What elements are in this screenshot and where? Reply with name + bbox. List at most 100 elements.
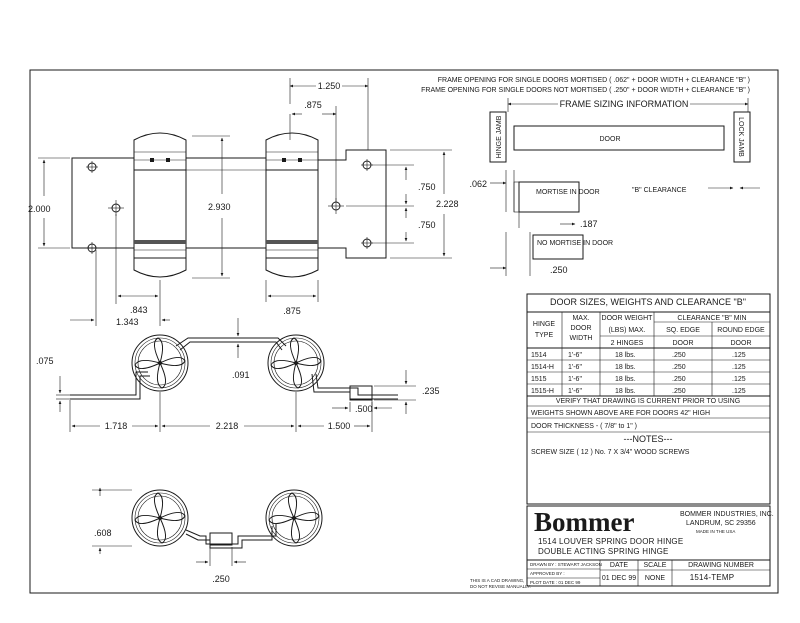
dim-250-frame: .250 xyxy=(550,265,568,275)
cell: 1514 xyxy=(531,352,547,359)
notes-title: ---NOTES--- xyxy=(624,434,673,444)
dim-062: .062 xyxy=(469,179,487,189)
hdr-sq-edge: SQ. EDGE xyxy=(666,327,700,334)
cell: .250 xyxy=(672,376,686,383)
dim-187: .187 xyxy=(580,219,598,229)
drawn-by: DRAWN BY : STEWART JACKSON xyxy=(530,562,602,567)
cell: 1'-6" xyxy=(568,388,582,395)
screw-holes xyxy=(86,159,373,254)
weights-note: WEIGHTS SHOWN ABOVE ARE FOR DOORS 42" HI… xyxy=(531,410,710,417)
no-mortise-label: NO MORTISE IN DOOR xyxy=(537,240,613,247)
cell: .250 xyxy=(672,364,686,371)
cell: 1'-6" xyxy=(568,376,582,383)
door-label: DOOR xyxy=(600,136,621,143)
dim-235: .235 xyxy=(422,386,440,396)
bottom-right-coil xyxy=(265,489,323,547)
table-title: DOOR SIZES, WEIGHTS AND CLEARANCE "B" xyxy=(550,297,746,307)
dim-091: .091 xyxy=(232,370,250,380)
drawing-desc-2: DOUBLE ACTING SPRING HINGE xyxy=(538,547,669,556)
no-mortise-door xyxy=(532,234,584,260)
cell: .125 xyxy=(732,388,746,395)
dim-1250: 1.250 xyxy=(318,81,341,91)
hdr-lbs-max: (LBS) MAX. xyxy=(609,327,646,334)
cell: 1514-H xyxy=(531,364,554,371)
drawing-desc-1: 1514 LOUVER SPRING DOOR HINGE xyxy=(538,537,683,546)
table-row: 1514 1'-6" 18 lbs. .250 .125 xyxy=(531,352,746,359)
plot-date: PLOT DATE : 01 DEC 99 xyxy=(530,580,581,585)
screw-note: SCREW SIZE ( 12 ) No. 7 X 3/4" WOOD SCRE… xyxy=(531,449,690,456)
mortise-label: MORTISE IN DOOR xyxy=(536,189,600,196)
cad-note-2: DO NOT REVISE MANUALLY. xyxy=(470,584,531,589)
scale-value: NONE xyxy=(645,575,666,582)
dim-250-bottom: .250 xyxy=(212,574,230,584)
hdr-door: DOOR xyxy=(571,325,592,332)
hinge-bottom-view: .608 .250 xyxy=(92,487,323,584)
company-city: LANDRUM, SC 29356 xyxy=(686,520,756,527)
approved-by: APPROVED BY : xyxy=(530,571,565,576)
hdr-round-door: DOOR xyxy=(731,340,752,347)
dim-2930: 2.930 xyxy=(208,202,231,212)
cell: 1515 xyxy=(531,376,547,383)
verify-note: VERIFY THAT DRAWING IS CURRENT PRIOR TO … xyxy=(556,398,740,405)
lock-jamb xyxy=(733,111,751,163)
frame-sizing-title: FRAME SIZING INFORMATION xyxy=(560,99,689,109)
cell: 18 lbs. xyxy=(615,352,636,359)
cell: 18 lbs. xyxy=(615,364,636,371)
scale-label: SCALE xyxy=(644,562,667,569)
cell: .250 xyxy=(672,352,686,359)
left-barrel xyxy=(133,132,187,278)
hinge-top-view: 1.250 .875 2.000 2.930 .750 .750 xyxy=(28,78,459,327)
bottom-left-coil xyxy=(131,489,189,547)
cell: .125 xyxy=(732,364,746,371)
cell: .125 xyxy=(732,352,746,359)
left-spring-coil xyxy=(131,334,189,392)
dim-2000: 2.000 xyxy=(28,204,51,214)
sheet-border xyxy=(29,69,779,594)
title-block: Bommer BOMMER INDUSTRIES, INC. LANDRUM, … xyxy=(526,505,774,587)
hdr-door-weight: DOOR WEIGHT xyxy=(602,315,654,322)
dim-750-b: .750 xyxy=(418,220,436,230)
made-in-usa: MADE IN THE USA xyxy=(696,529,735,534)
cell: .250 xyxy=(672,388,686,395)
clearance-label: "B" CLEARANCE xyxy=(632,187,687,194)
hdr-type: TYPE xyxy=(535,332,554,339)
dim-875-top: .875 xyxy=(304,100,322,110)
frame-sizing-diagram: FRAME SIZING INFORMATION HINGE JAMB LOCK… xyxy=(469,98,760,276)
hdr-2-hinges: 2 HINGES xyxy=(611,340,644,347)
dim-075: .075 xyxy=(36,356,54,366)
hdr-max: MAX. xyxy=(572,315,589,322)
dim-875-bottom: .875 xyxy=(283,306,301,316)
dim-1343: 1.343 xyxy=(116,317,139,327)
door-rect xyxy=(513,125,725,151)
dim-1718: 1.718 xyxy=(105,421,128,431)
frame-note-mortised: FRAME OPENING FOR SINGLE DOORS MORTISED … xyxy=(438,77,750,84)
dim-608: .608 xyxy=(94,528,112,538)
cad-note-1: THIS IS A CAD DRAWING, xyxy=(470,578,524,583)
cell: 1515-H xyxy=(531,388,554,395)
company-name: BOMMER INDUSTRIES, INC. xyxy=(680,511,774,518)
dim-2218: 2.218 xyxy=(216,421,239,431)
dim-843: .843 xyxy=(130,305,148,315)
hdr-clearance: CLEARANCE "B" MIN xyxy=(677,315,746,322)
cell: 1'-6" xyxy=(568,364,582,371)
cell: 18 lbs. xyxy=(615,376,636,383)
cell: 18 lbs. xyxy=(615,388,636,395)
drawing-number: 1514-TEMP xyxy=(690,573,734,582)
dim-1500: 1.500 xyxy=(328,421,351,431)
company-logo: Bommer xyxy=(534,507,634,537)
dim-750-a: .750 xyxy=(418,182,436,192)
door-sizes-table: DOOR SIZES, WEIGHTS AND CLEARANCE "B" HI… xyxy=(526,293,771,505)
hinge-side-view: .075 .091 .235 .500 1.718 2.218 1.500 xyxy=(36,318,440,432)
hdr-round-edge: ROUND EDGE xyxy=(717,327,765,334)
thickness-note: DOOR THICKNESS - ( 7/8" to 1" ) xyxy=(531,423,637,430)
dim-500: .500 xyxy=(355,404,373,414)
hinge-jamb-label: HINGE JAMB xyxy=(496,115,503,158)
right-spring-coil xyxy=(267,334,325,392)
right-barrel xyxy=(265,132,319,278)
table-row: 1515 1'-6" 18 lbs. .250 .125 xyxy=(531,376,746,383)
mortise-door xyxy=(518,181,580,213)
hinge-jamb xyxy=(489,111,507,163)
hdr-hinge: HINGE xyxy=(533,321,556,328)
